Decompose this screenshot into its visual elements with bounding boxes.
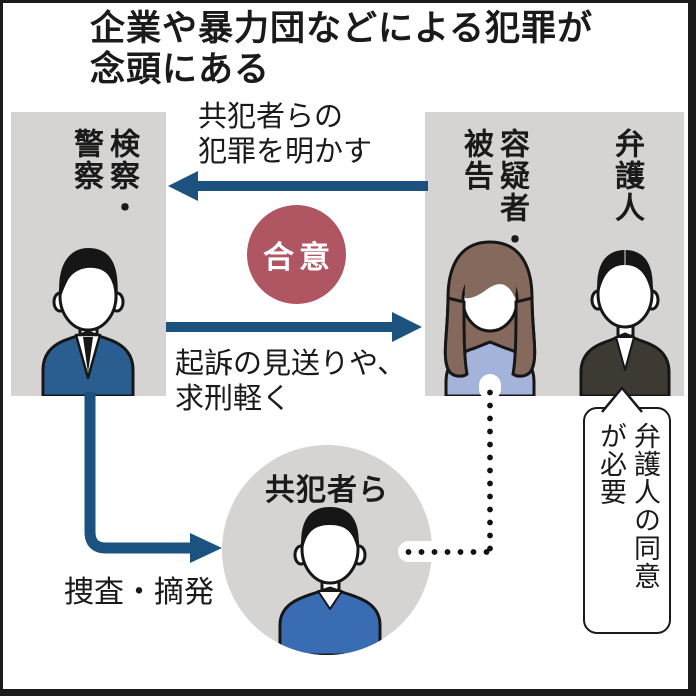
frame-right: [688, 0, 696, 696]
investigate-label: 捜査・摘発: [64, 576, 214, 609]
prosecutor-police-label: 検察・警察: [69, 128, 138, 224]
benefit-arrow-head: [392, 312, 422, 342]
lawyer-figure-icon: [579, 250, 671, 396]
dotted-connector-horizontal: [402, 549, 492, 555]
title-line-2: 念頭にある: [90, 50, 271, 89]
bubble-pointer-icon: [601, 386, 643, 413]
investigate-arrow: [84, 392, 222, 563]
benefit-label-line-1: 起訴の見送りや、: [175, 348, 407, 380]
suspect-lawyer-panel: 容疑者・被告 弁護人: [425, 112, 684, 396]
agreement-label: 合意: [263, 240, 335, 275]
title-line-1: 企業や暴力団などによる犯罪が: [90, 9, 593, 48]
prosecutor-police-panel: 検察・警察: [11, 112, 166, 396]
frame-top: [0, 0, 696, 3]
suspect-figure-icon: [443, 240, 537, 396]
reveal-arrow-stem: [196, 181, 428, 191]
benefit-arrow-stem: [166, 322, 392, 332]
benefit-label-line-2: 求刑軽く: [175, 383, 292, 415]
reveal-label-line-2: 犯罪を明かす: [198, 136, 373, 168]
reveal-arrow-head: [168, 171, 198, 201]
prosecutor-figure-icon: [41, 248, 135, 396]
suspect-label: 容疑者・被告: [459, 128, 528, 256]
frame-bottom: [0, 689, 696, 696]
reveal-label-line-1: 共犯者らの: [198, 101, 344, 133]
accomplices-circle: 共犯者ら: [222, 445, 432, 655]
lawyer-label: 弁護人: [610, 128, 643, 224]
agreement-badge: 合意: [247, 205, 346, 304]
dotted-connector-vertical: [487, 386, 493, 553]
frame-left: [0, 0, 3, 696]
lawyer-consent-bubble: 弁護人の同意が必要: [583, 407, 671, 634]
accomplice-figure-icon: [278, 507, 382, 655]
accomplices-label: 共犯者ら: [265, 474, 389, 507]
lawyer-consent-text: 弁護人の同意が必要: [596, 422, 660, 590]
